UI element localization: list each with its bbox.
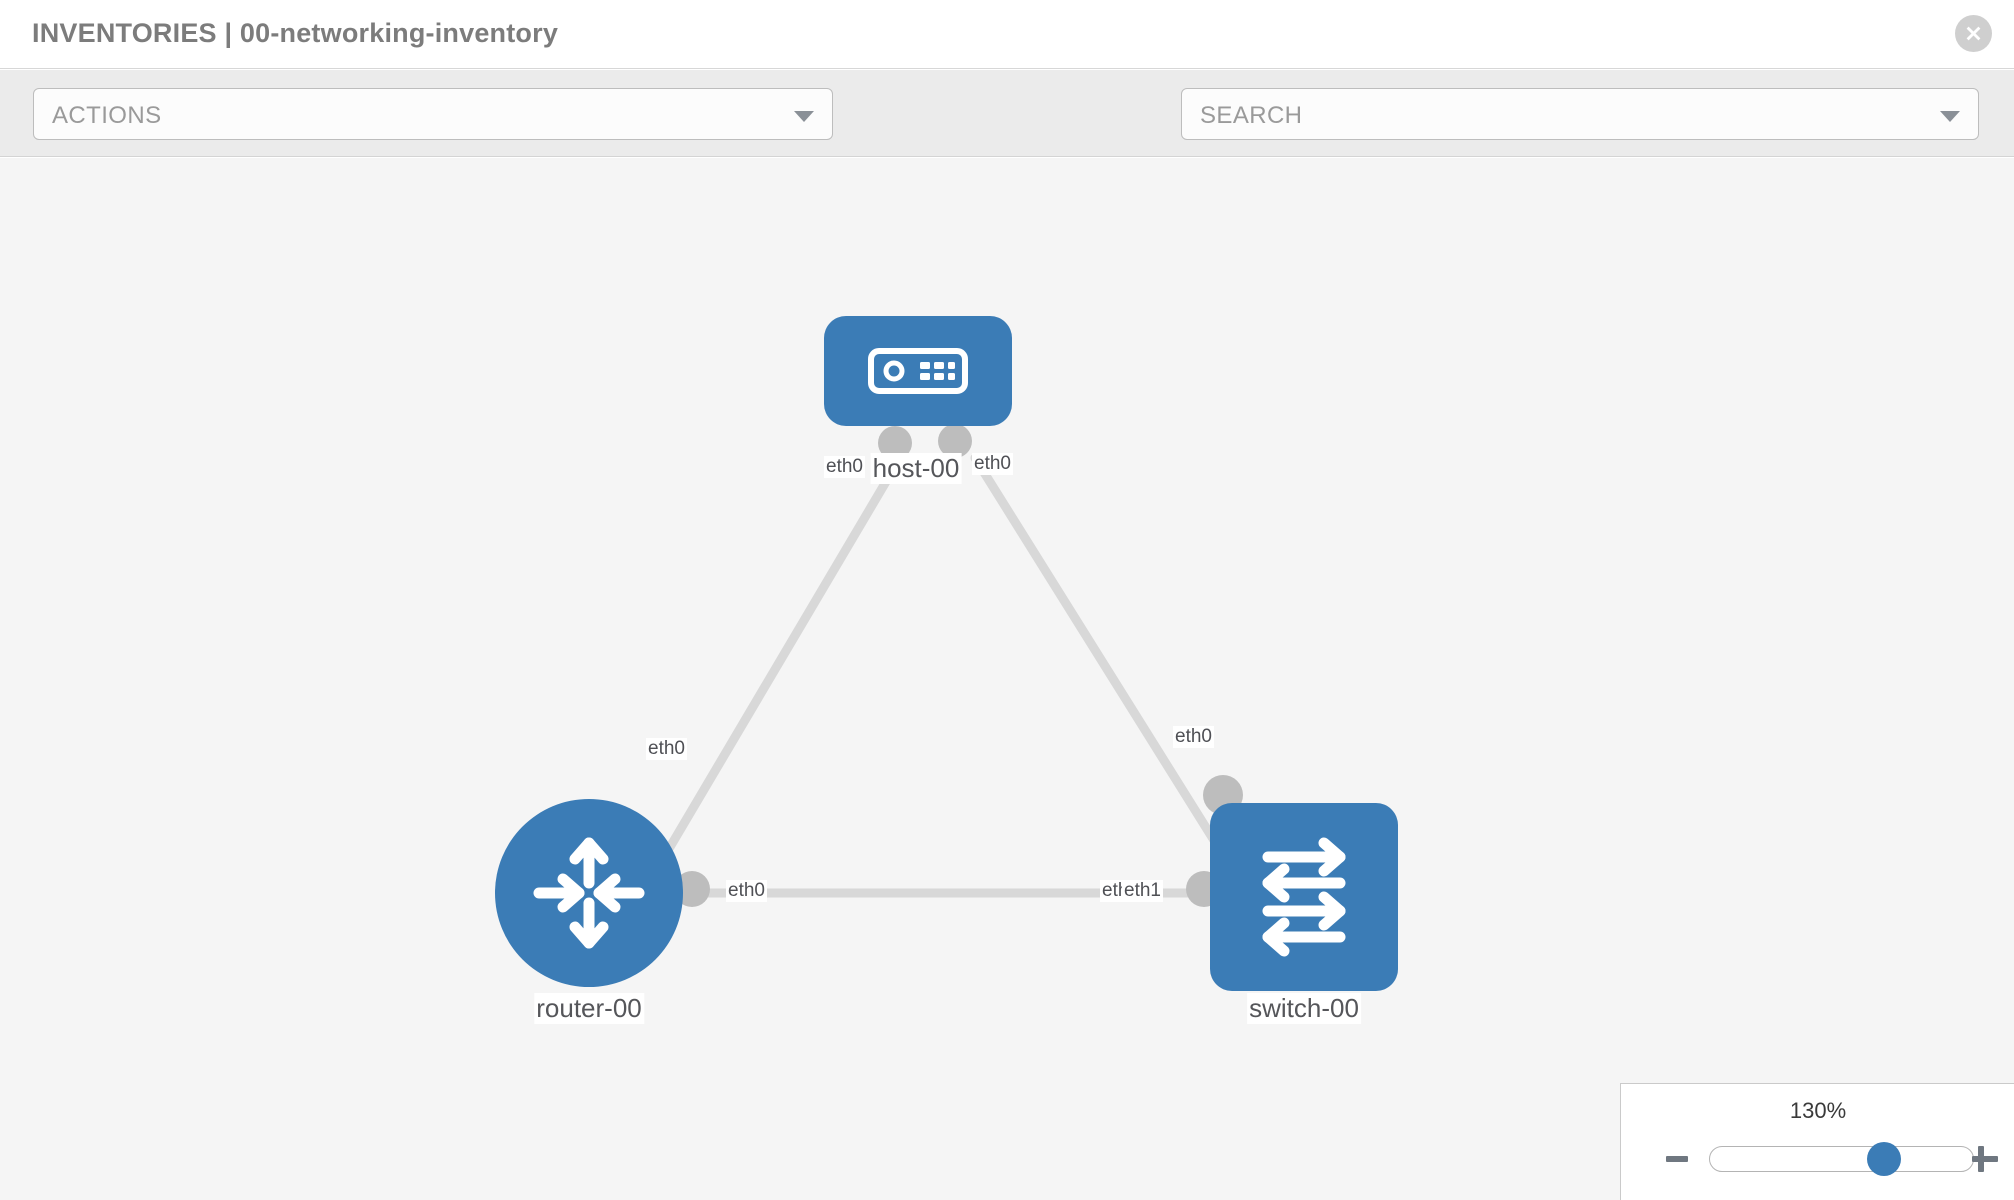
- zoom-slider[interactable]: [1709, 1142, 1974, 1176]
- interface-label-host-eth0-left: eth0: [824, 456, 865, 478]
- switch-arrows-icon: [1262, 837, 1346, 957]
- page-title: INVENTORIES | 00-networking-inventory: [32, 18, 559, 48]
- topology-canvas[interactable]: host-00 router-00: [0, 158, 2014, 1200]
- node-router-00-shape[interactable]: [495, 799, 683, 987]
- interface-label-switch-eth0-up: eth0: [1173, 726, 1214, 748]
- chevron-down-icon: [794, 111, 814, 122]
- interface-dot-host-right: [938, 424, 972, 458]
- page-header: INVENTORIES | 00-networking-inventory: [0, 0, 2014, 69]
- search-placeholder: SEARCH: [1200, 102, 1303, 129]
- node-router-00-label: router-00: [534, 993, 644, 1024]
- toolbar: ACTIONS SEARCH: [0, 70, 2014, 192]
- node-switch-00-shape[interactable]: [1210, 803, 1398, 991]
- zoom-out-button[interactable]: [1662, 1144, 1692, 1174]
- interface-label-router-eth0-up: eth0: [646, 738, 687, 760]
- zoom-control-panel: 130%: [1620, 1083, 2014, 1200]
- topology-edges: [655, 453, 1230, 898]
- node-switch-00-label: switch-00: [1247, 993, 1361, 1024]
- server-device-icon: [868, 348, 968, 394]
- interface-label-switch-eth1-left: eth1: [1122, 880, 1163, 902]
- link-host-switch: [970, 453, 1230, 863]
- chevron-down-icon: [1940, 111, 1960, 122]
- node-host-00-shape[interactable]: [824, 316, 1012, 426]
- interface-label-host-eth0-right: eth0: [972, 453, 1013, 475]
- actions-dropdown-label: ACTIONS: [52, 102, 162, 129]
- zoom-level-value: 130%: [1789, 1098, 1847, 1123]
- link-host-router: [655, 453, 905, 869]
- interface-label-router-eth0-right: eth0: [726, 880, 767, 902]
- zoom-in-button[interactable]: [1968, 1142, 2002, 1176]
- actions-dropdown[interactable]: ACTIONS: [33, 88, 833, 140]
- search-input[interactable]: SEARCH: [1181, 88, 1979, 140]
- router-arrows-icon: [533, 837, 645, 949]
- zoom-slider-thumb[interactable]: [1866, 1142, 1901, 1176]
- node-host-00-label: host-00: [870, 453, 962, 484]
- close-icon[interactable]: [1955, 15, 1992, 52]
